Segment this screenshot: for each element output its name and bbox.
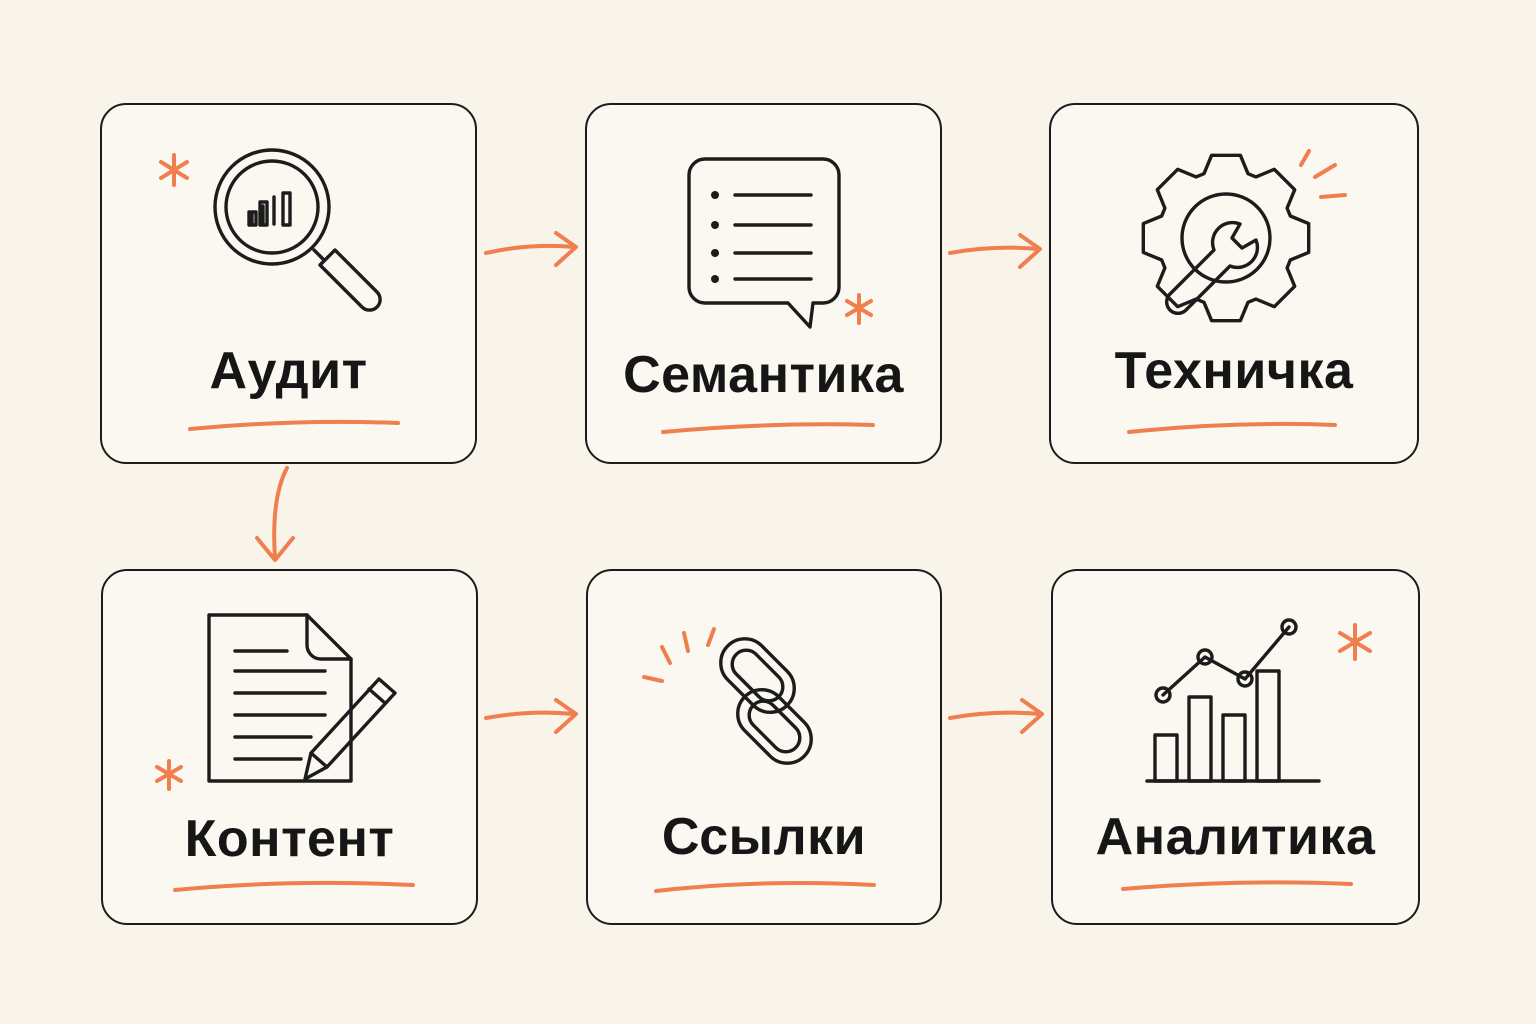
gear-wrench-icon [1141, 149, 1347, 323]
analytics-chart-icon [1145, 618, 1372, 783]
speech-bubble-list-icon [687, 157, 873, 329]
sparkle-icon [1299, 149, 1347, 199]
label-underline [661, 422, 875, 434]
document-pencil-icon [155, 613, 397, 791]
label-underline [654, 881, 876, 893]
label-underline [1127, 421, 1337, 434]
sparkle-icon [642, 627, 716, 683]
arrow-audit-to-semantics [484, 231, 578, 267]
label-underline [188, 419, 400, 431]
step-card-semantics: Семантика [585, 103, 942, 464]
step-card-links: Ссылки [586, 569, 942, 925]
step-label: Аналитика [1095, 808, 1376, 866]
asterisk-icon [845, 293, 873, 325]
asterisk-icon [159, 153, 189, 187]
magnifier-chart-icon [159, 148, 382, 312]
label-underline [1121, 880, 1353, 891]
asterisk-icon [155, 759, 183, 791]
arrow-semantics-to-technical [948, 233, 1042, 269]
step-label: Техничка [1114, 342, 1354, 400]
step-label: Семантика [623, 346, 904, 404]
step-card-audit: Аудит [100, 103, 477, 464]
step-label: Контент [184, 810, 395, 868]
arrow-links-to-analytics [948, 698, 1044, 734]
asterisk-icon [1338, 623, 1372, 661]
step-card-technical: Техничка [1049, 103, 1419, 464]
label-underline [173, 880, 415, 892]
step-label: Аудит [209, 342, 368, 400]
arrow-audit-to-content [255, 466, 295, 562]
chain-link-icon [642, 627, 813, 765]
step-card-content: Контент [101, 569, 478, 925]
step-card-analytics: Аналитика [1051, 569, 1420, 925]
arrow-content-to-links [484, 698, 578, 734]
step-label: Ссылки [661, 808, 867, 866]
